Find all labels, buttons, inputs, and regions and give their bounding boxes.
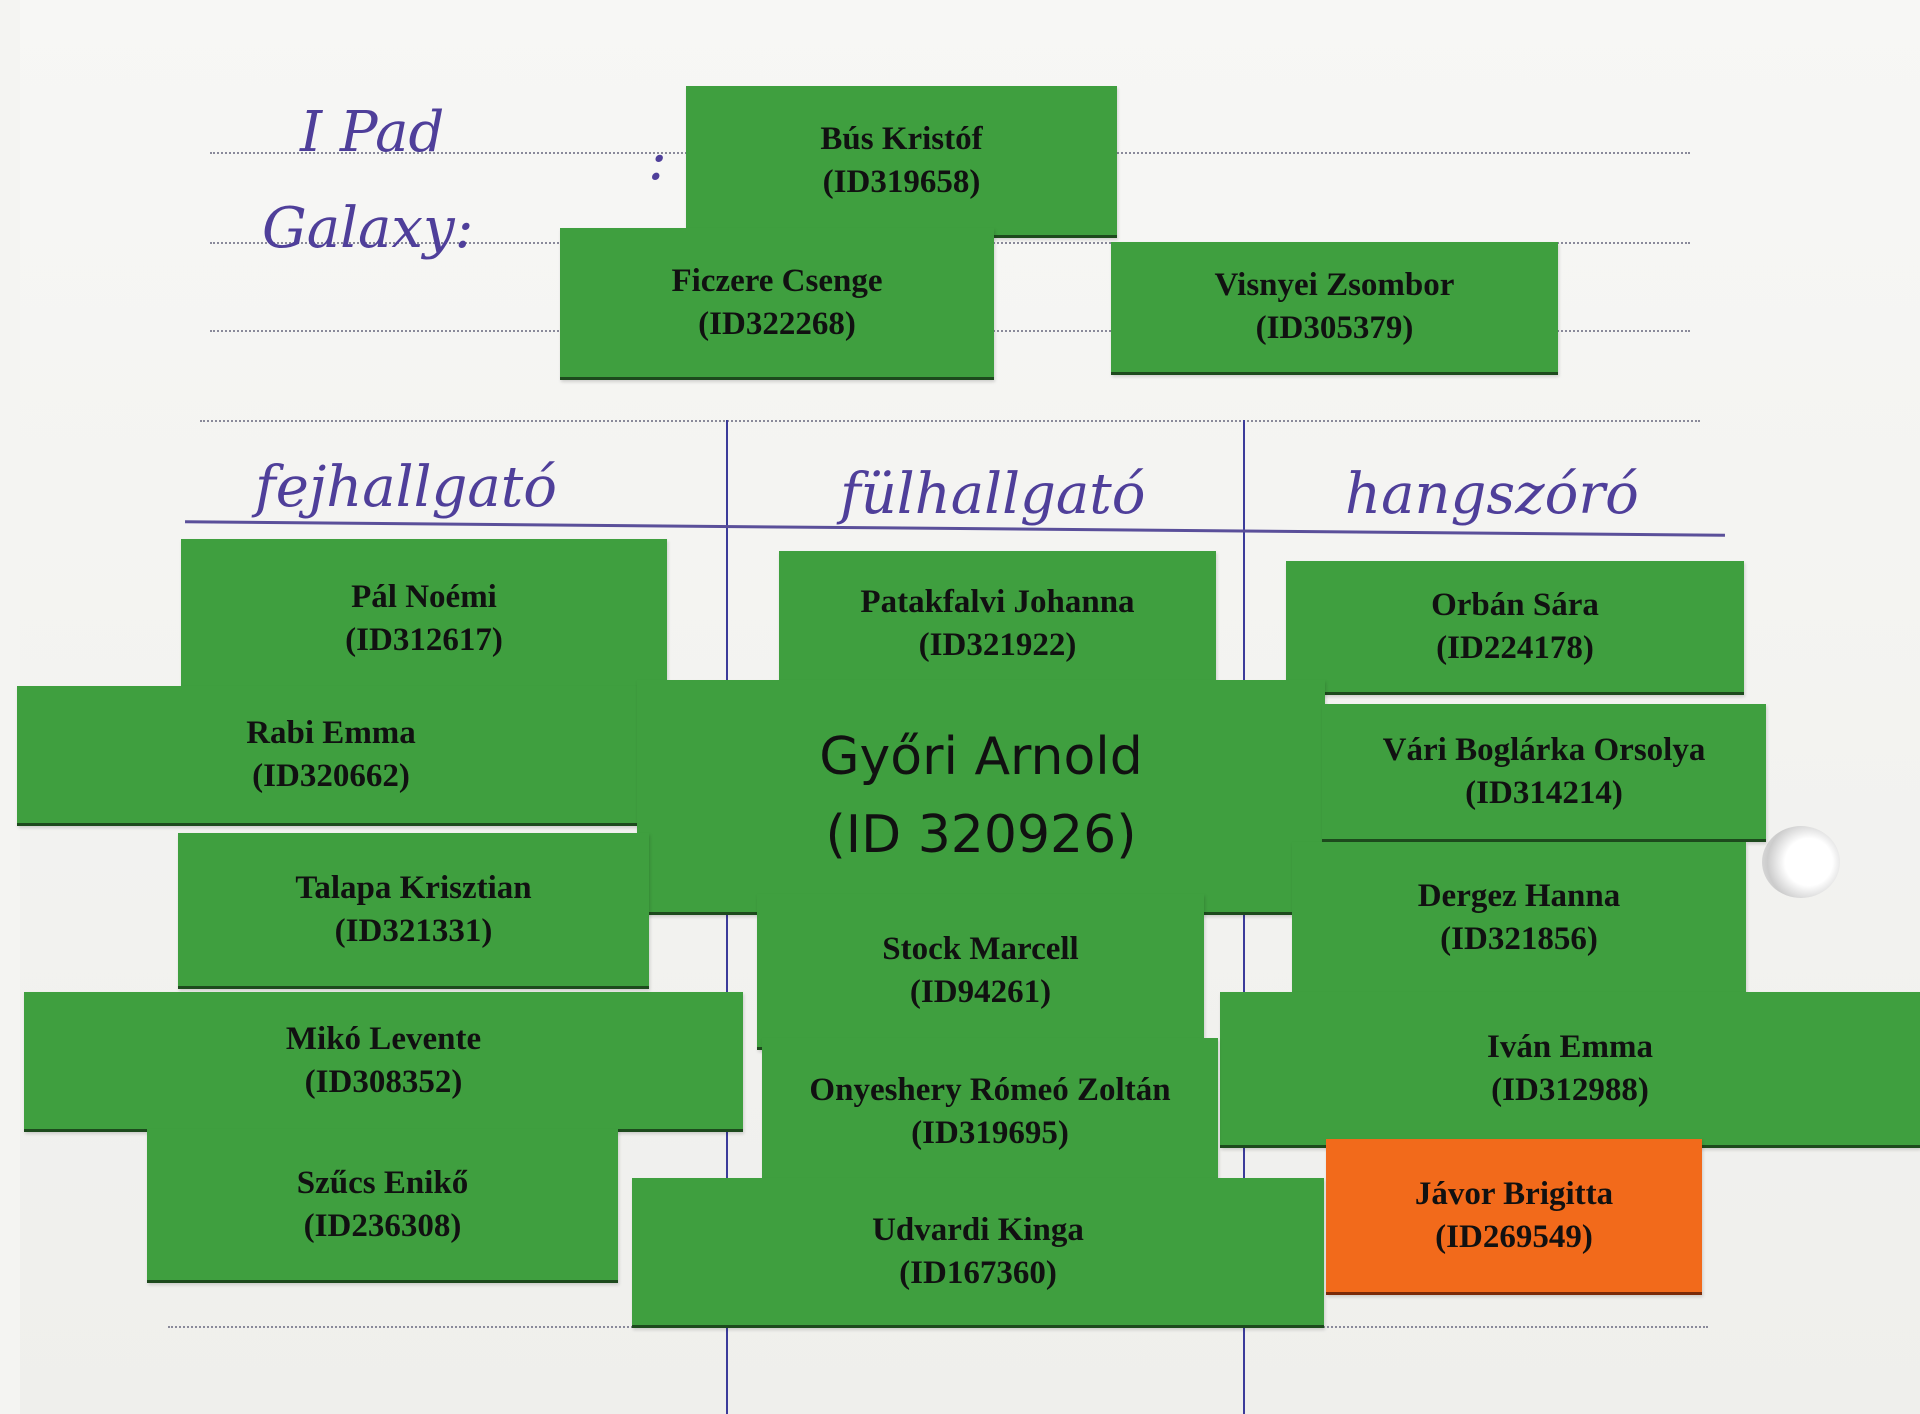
card-name: Rabi Emma <box>246 714 416 751</box>
card-id: (ID321856) <box>1440 921 1598 957</box>
card-id: (ID236308) <box>303 1207 462 1244</box>
card-id: (ID312988) <box>1491 1071 1649 1108</box>
name-card: Győri Arnold (ID 320926) <box>637 680 1325 915</box>
card-name: Ficzere Csenge <box>671 262 883 299</box>
card-id: (ID224178) <box>1436 629 1594 666</box>
handwritten-colon: : <box>648 128 667 193</box>
card-name: Iván Emma <box>1487 1028 1653 1065</box>
handwritten-ipad: I Pad <box>300 100 445 165</box>
name-card: Udvardi Kinga (ID167360) <box>632 1178 1324 1328</box>
name-card: Ficzere Csenge (ID322268) <box>560 228 994 380</box>
name-card: Jávor Brigitta (ID269549) <box>1326 1139 1702 1295</box>
card-id: (ID314214) <box>1465 774 1623 811</box>
name-card: Onyeshery Rómeó Zoltán (ID319695) <box>762 1038 1218 1188</box>
column-divider <box>726 420 728 1414</box>
name-card: Rabi Emma (ID320662) <box>17 686 645 826</box>
card-name: Patakfalvi Johanna <box>860 583 1135 620</box>
card-name: Dergez Hanna <box>1417 878 1621 915</box>
card-name: Visnyei Zsombor <box>1214 267 1455 304</box>
card-id: (ID321922) <box>918 626 1077 663</box>
punch-hole <box>1762 826 1840 898</box>
column-divider <box>1243 420 1245 1414</box>
handwritten-galaxy: Galaxy: <box>262 196 474 261</box>
name-card: Talapa Krisztian (ID321331) <box>178 833 649 989</box>
name-card: Szűcs Enikő (ID236308) <box>147 1129 618 1283</box>
ruled-line <box>200 420 1700 422</box>
name-card: Vári Boglárka Orsolya (ID314214) <box>1322 704 1766 842</box>
name-card: Bús Kristóf (ID319658) <box>686 86 1117 238</box>
card-id: (ID320662) <box>252 757 410 794</box>
card-name: Pál Noémi <box>351 578 497 615</box>
card-name: Onyeshery Rómeó Zoltán <box>809 1071 1171 1108</box>
name-card: Iván Emma (ID312988) <box>1220 992 1920 1148</box>
column-header-fejhallgato: fejhallgató <box>255 455 557 520</box>
card-name: Talapa Krisztian <box>295 869 532 906</box>
card-id: (ID319695) <box>911 1114 1069 1151</box>
card-id: (ID167360) <box>899 1254 1057 1291</box>
card-name: Udvardi Kinga <box>872 1211 1084 1248</box>
card-name: Győri Arnold <box>819 727 1143 787</box>
name-card: Visnyei Zsombor (ID305379) <box>1111 242 1558 375</box>
name-card: Mikó Levente (ID308352) <box>24 992 743 1132</box>
card-id: (ID322268) <box>698 305 856 342</box>
card-name: Bús Kristóf <box>820 120 983 157</box>
card-name: Szűcs Enikő <box>296 1164 469 1201</box>
card-name: Jávor Brigitta <box>1414 1175 1614 1212</box>
card-name: Orbán Sára <box>1431 586 1599 623</box>
card-id: (ID269549) <box>1435 1218 1593 1255</box>
card-id: (ID308352) <box>304 1063 463 1100</box>
column-header-hangszoro: hangszóró <box>1345 462 1639 527</box>
column-header-fulhallgato: fülhallgató <box>840 462 1146 527</box>
card-id: (ID321331) <box>334 912 493 949</box>
card-name: Mikó Levente <box>285 1020 482 1057</box>
card-id: (ID319658) <box>822 163 981 200</box>
name-card: Pál Noémi (ID312617) <box>181 539 667 701</box>
name-card: Orbán Sára (ID224178) <box>1286 561 1744 695</box>
name-card: Patakfalvi Johanna (ID321922) <box>779 551 1216 699</box>
card-id: (ID305379) <box>1255 310 1414 346</box>
card-name: Vári Boglárka Orsolya <box>1382 731 1706 768</box>
card-id: (ID 320926) <box>825 805 1137 865</box>
card-name: Stock Marcell <box>882 930 1079 967</box>
name-card: Stock Marcell (ID94261) <box>757 894 1204 1050</box>
name-card: Dergez Hanna (ID321856) <box>1292 842 1746 997</box>
card-id: (ID94261) <box>909 973 1052 1010</box>
card-id: (ID312617) <box>345 621 503 658</box>
